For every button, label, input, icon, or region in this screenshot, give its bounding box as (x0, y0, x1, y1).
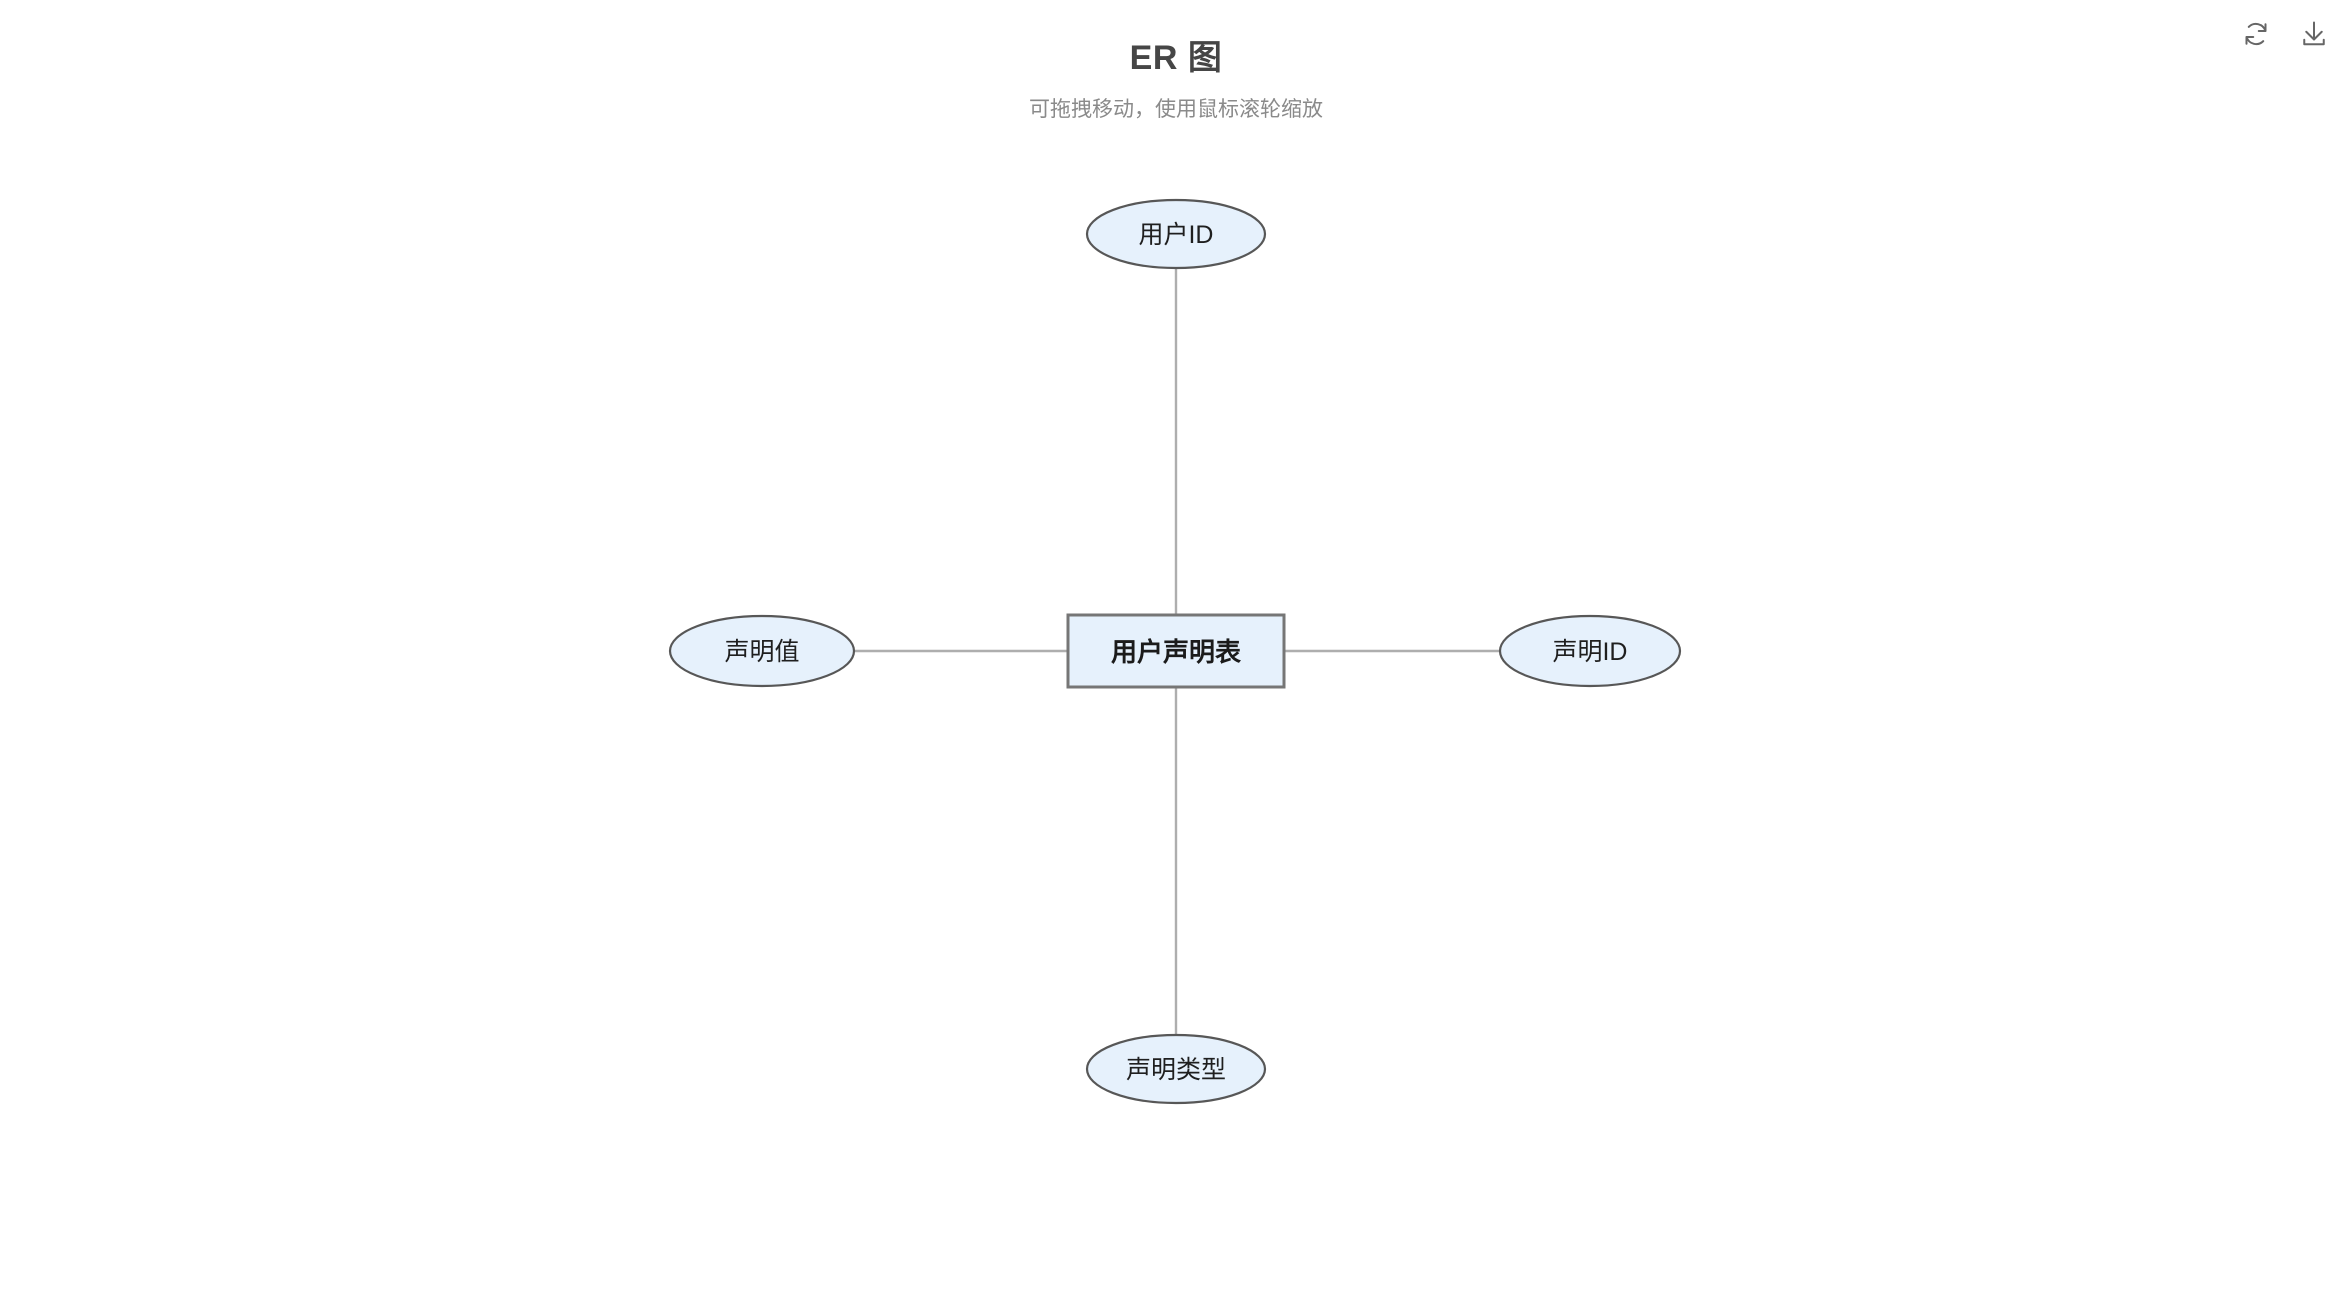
er-attribute-label: 声明值 (724, 638, 799, 666)
er-attribute-label: 声明类型 (1126, 1056, 1226, 1084)
er-attribute-claim-value[interactable]: 声明值 (668, 614, 856, 688)
er-attribute-shape[interactable] (1498, 614, 1682, 688)
edge-layer (854, 268, 1500, 1035)
er-entity-user-claims-table[interactable]: 用户声明表 (1066, 613, 1286, 689)
er-attribute-claim-id[interactable]: 声明ID (1498, 614, 1682, 688)
er-attribute-label: 声明ID (1552, 638, 1627, 666)
er-attribute-claim-type[interactable]: 声明类型 (1085, 1033, 1267, 1105)
download-button[interactable] (2294, 14, 2334, 54)
refresh-icon (2241, 19, 2271, 49)
reset-view-button[interactable] (2236, 14, 2276, 54)
er-entity-label: 用户声明表 (1111, 637, 1242, 667)
er-attribute-user-id[interactable]: 用户ID (1085, 198, 1267, 270)
er-attribute-label: 用户ID (1138, 221, 1213, 249)
er-attribute-shape[interactable] (1085, 198, 1267, 270)
node-layer: 用户声明表 用户ID 声明值 声明ID 声明类型 (668, 198, 1682, 1105)
download-icon (2299, 19, 2329, 49)
er-attribute-shape[interactable] (668, 614, 856, 688)
er-attribute-shape[interactable] (1085, 1033, 1267, 1105)
diagram-toolbar (2236, 14, 2334, 54)
er-entity-shape[interactable] (1066, 613, 1286, 689)
